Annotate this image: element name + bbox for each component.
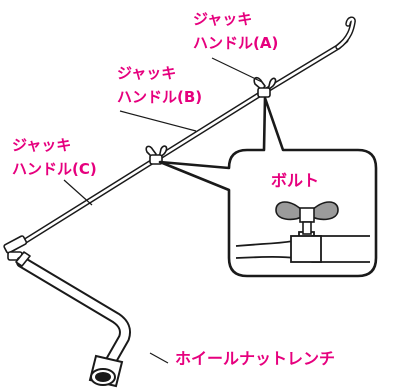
label-jack-handle-a-line1: ジャッキ: [193, 10, 253, 28]
label-jack-handle-b-line1: ジャッキ: [117, 64, 177, 82]
leader-lines: [63, 57, 263, 364]
label-jack-handle-b-line2: ハンドル(B): [117, 88, 203, 106]
wheel-nut-wrench: [15, 251, 131, 372]
label-bolt: ボルト: [271, 171, 320, 190]
label-jack-handle-a-line2: ハンドル(A): [193, 34, 279, 52]
wing-bolt-a: [253, 76, 277, 98]
bolt-callout: [158, 96, 378, 278]
wrench-socket: [88, 354, 124, 388]
label-jack-handle-c-line2: ハンドル(C): [12, 160, 97, 178]
label-wheel-nut-wrench: ホイールナットレンチ: [175, 349, 336, 368]
handle-hook-end: [335, 16, 356, 50]
label-jack-handle-c-line1: ジャッキ: [12, 136, 72, 154]
